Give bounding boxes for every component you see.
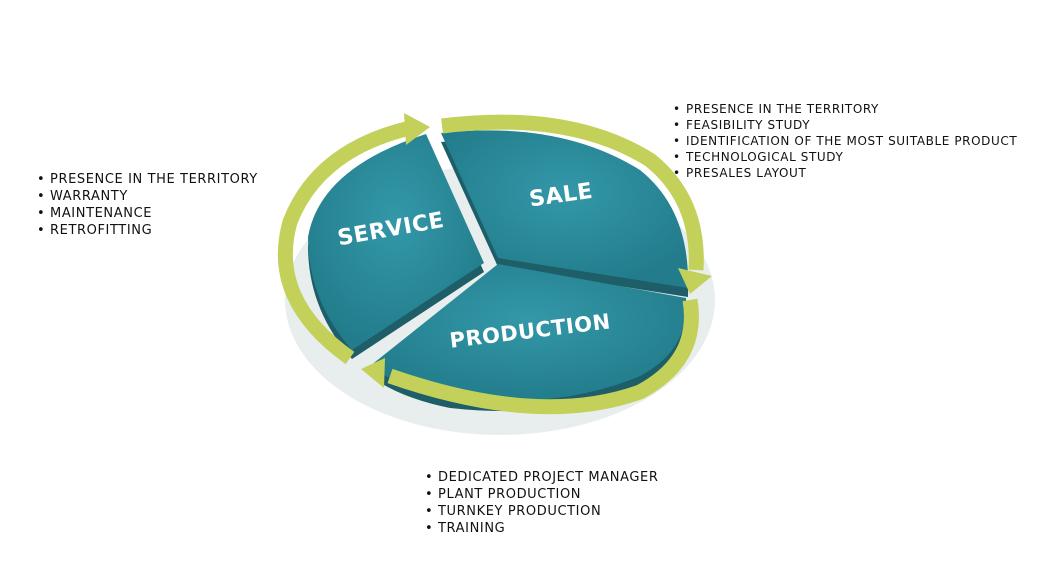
list-item: TECHNOLOGICAL STUDY — [672, 149, 1017, 165]
list-item: WARRANTY — [36, 188, 258, 205]
cycle-arrows — [277, 113, 712, 415]
sale-segment — [441, 130, 689, 297]
list-item: PRESENCE IN THE TERRITORY — [36, 171, 258, 188]
service-bullet-list: PRESENCE IN THE TERRITORY WARRANTY MAINT… — [36, 171, 258, 239]
list-item: FEASIBILITY STUDY — [672, 117, 1017, 133]
list-item: TRAINING — [424, 520, 658, 537]
list-item: RETROFITTING — [36, 222, 258, 239]
production-bullet-list: DEDICATED PROJECT MANAGER PLANT PRODUCTI… — [424, 469, 658, 537]
list-item: PRESENCE IN THE TERRITORY — [672, 101, 1017, 117]
sale-bullet-list: PRESENCE IN THE TERRITORY FEASIBILITY ST… — [672, 101, 1017, 181]
list-item: DEDICATED PROJECT MANAGER — [424, 469, 658, 486]
list-item: PLANT PRODUCTION — [424, 486, 658, 503]
list-item: PRESALES LAYOUT — [672, 165, 1017, 181]
list-item: TURNKEY PRODUCTION — [424, 503, 658, 520]
arrow-production-icon — [387, 298, 699, 415]
list-item: IDENTIFICATION OF THE MOST SUITABLE PROD… — [672, 133, 1017, 149]
arrow-service-icon — [277, 120, 412, 365]
arrow-sale-icon — [441, 114, 704, 271]
service-segment — [308, 134, 484, 359]
production-segment — [370, 264, 687, 412]
list-item: MAINTENANCE — [36, 205, 258, 222]
